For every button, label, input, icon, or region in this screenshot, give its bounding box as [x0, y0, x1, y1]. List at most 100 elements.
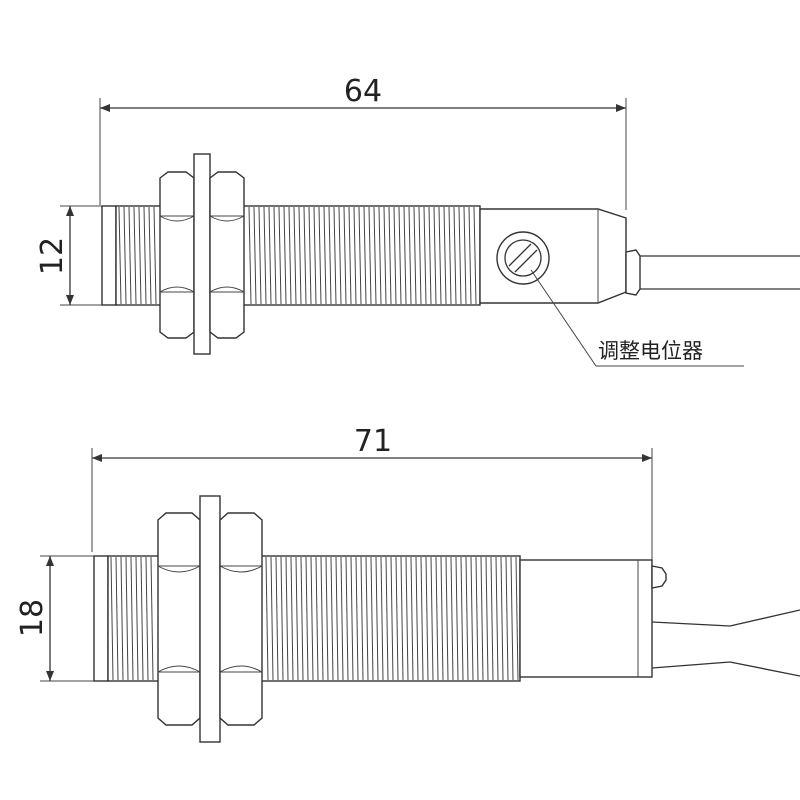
thread-line	[413, 206, 417, 305]
thread-line	[393, 206, 397, 305]
top-diameter-dimension: 12	[35, 205, 102, 306]
thread-line	[400, 556, 404, 681]
thread-line	[298, 206, 302, 305]
top-sensor: 64 12	[35, 74, 800, 367]
top-nut-right	[209, 171, 245, 339]
thread-line	[463, 206, 467, 305]
thread-line	[370, 556, 374, 681]
bottom-cable	[651, 609, 800, 677]
thread-line	[295, 556, 299, 681]
potentiometer-icon[interactable]	[496, 231, 550, 285]
thread-line	[480, 556, 484, 681]
thread-line	[458, 206, 462, 305]
indicator-led-icon	[651, 565, 667, 589]
thread-line	[438, 206, 442, 305]
thread-line	[380, 556, 384, 681]
thread-line	[455, 556, 459, 681]
thread-line	[265, 556, 269, 681]
thread-line	[360, 556, 364, 681]
thread-line	[423, 206, 427, 305]
thread-line	[373, 206, 377, 305]
thread-line	[290, 556, 294, 681]
bottom-thread-lines	[110, 556, 519, 681]
thread-line	[408, 206, 412, 305]
bottom-diameter-label: 18	[15, 599, 50, 637]
thread-line	[330, 556, 334, 681]
thread-line	[273, 206, 277, 305]
thread-line	[308, 206, 312, 305]
thread-line	[310, 556, 314, 681]
bottom-diameter-dimension: 18	[15, 555, 94, 682]
thread-line	[323, 206, 327, 305]
thread-line	[475, 556, 479, 681]
bottom-nut-left	[157, 512, 201, 726]
thread-line	[453, 206, 457, 305]
thread-line	[405, 556, 409, 681]
bottom-sensing-face	[93, 555, 109, 682]
thread-line	[125, 556, 129, 681]
thread-line	[268, 206, 272, 305]
thread-line	[325, 556, 329, 681]
thread-line	[353, 206, 357, 305]
thread-line	[460, 556, 464, 681]
thread-line	[153, 206, 157, 305]
thread-line	[440, 556, 444, 681]
thread-line	[375, 556, 379, 681]
thread-line	[403, 206, 407, 305]
top-cable	[640, 255, 800, 290]
thread-line	[248, 206, 252, 305]
thread-line	[515, 556, 519, 681]
thread-line	[415, 556, 419, 681]
bottom-rear-housing	[519, 559, 653, 678]
thread-line	[398, 206, 402, 305]
thread-line	[150, 556, 154, 681]
thread-line	[435, 556, 439, 681]
thread-line	[270, 556, 274, 681]
potentiometer-label: 调整电位器	[598, 339, 703, 363]
thread-line	[383, 206, 387, 305]
thread-line	[145, 556, 149, 681]
thread-line	[448, 206, 452, 305]
thread-line	[338, 206, 342, 305]
thread-line	[430, 556, 434, 681]
thread-line	[358, 206, 362, 305]
thread-line	[118, 206, 122, 305]
thread-line	[133, 206, 137, 305]
thread-line	[110, 556, 114, 681]
thread-line	[143, 206, 147, 305]
thread-line	[275, 556, 279, 681]
thread-line	[130, 556, 134, 681]
thread-line	[470, 556, 474, 681]
thread-line	[280, 556, 284, 681]
thread-line	[288, 206, 292, 305]
potentiometer-callout: 调整电位器	[530, 269, 744, 367]
thread-line	[343, 206, 347, 305]
thread-line	[510, 556, 514, 681]
thread-line	[315, 556, 319, 681]
thread-line	[445, 556, 449, 681]
thread-line	[473, 206, 477, 305]
top-sensing-face	[101, 205, 117, 306]
thread-line	[348, 206, 352, 305]
thread-line	[303, 206, 307, 305]
thread-line	[385, 556, 389, 681]
top-diameter-label: 12	[35, 237, 70, 275]
thread-line	[345, 556, 349, 681]
top-cable-gland	[625, 249, 641, 296]
thread-line	[258, 206, 262, 305]
thread-line	[333, 206, 337, 305]
thread-line	[428, 206, 432, 305]
bottom-sensor: 71 18	[15, 424, 800, 743]
top-thread-lines	[118, 206, 477, 305]
thread-line	[278, 206, 282, 305]
thread-line	[320, 556, 324, 681]
thread-line	[123, 206, 127, 305]
thread-line	[443, 206, 447, 305]
thread-line	[450, 556, 454, 681]
thread-line	[433, 206, 437, 305]
thread-line	[420, 556, 424, 681]
bottom-nut-right	[219, 512, 263, 726]
thread-line	[390, 556, 394, 681]
thread-line	[335, 556, 339, 681]
